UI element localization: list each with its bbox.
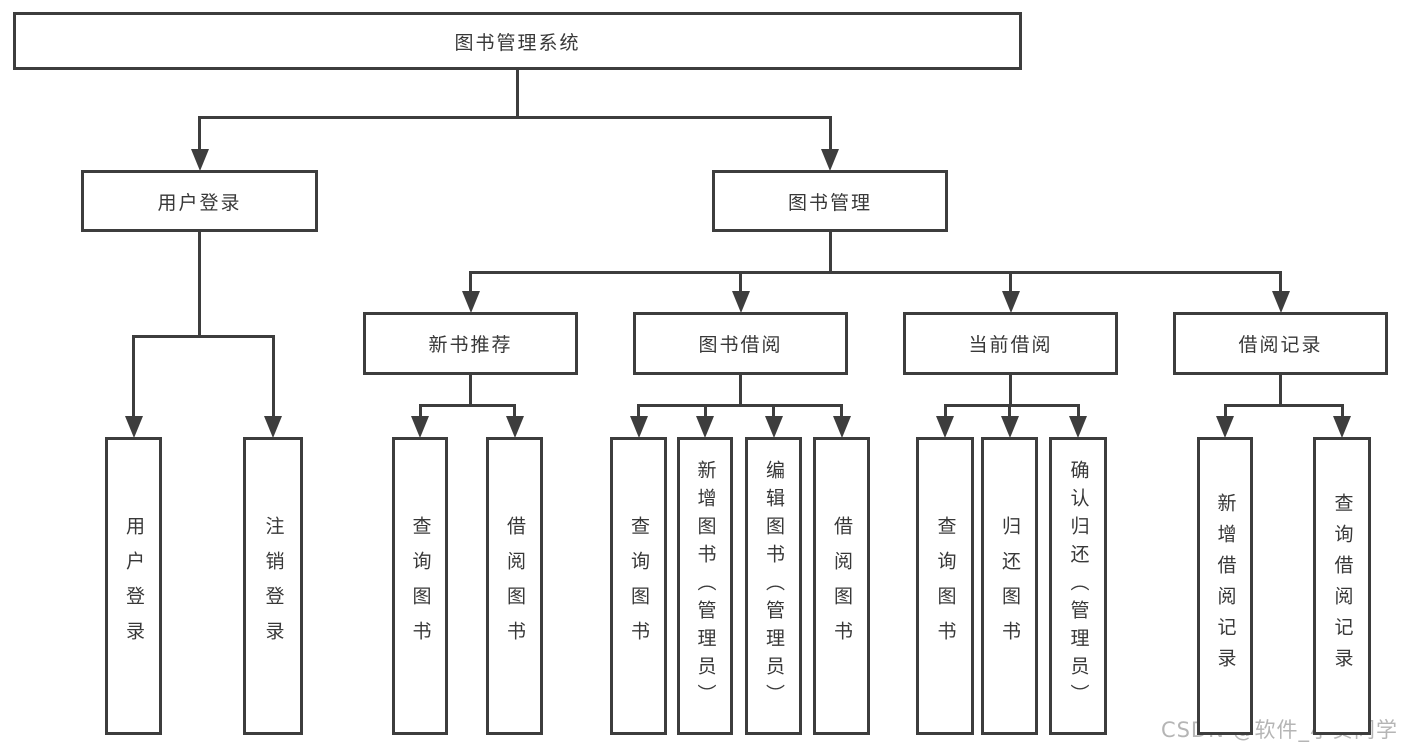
connector-line: [198, 117, 201, 151]
arrow-down-icon: [821, 149, 839, 171]
node-current-borrow: 当前借阅: [903, 312, 1118, 375]
node-query-books-borrow: 查询图书: [610, 437, 667, 735]
connector-line: [1008, 405, 1011, 418]
connector-line: [1279, 272, 1282, 293]
node-label: 查询图书: [934, 516, 957, 656]
node-label: 图书管理: [787, 191, 872, 214]
connector-line: [1340, 405, 1344, 418]
node-user-login-group: 用户登录: [81, 170, 318, 232]
connector-line: [1076, 405, 1080, 418]
node-add-borrow-record: 新增借阅记录: [1197, 437, 1253, 735]
connector-line: [637, 405, 640, 418]
node-query-books-new: 查询图书: [392, 437, 448, 735]
connector-line: [132, 334, 275, 338]
connector-line: [418, 405, 422, 418]
arrow-down-icon: [936, 416, 954, 438]
arrow-down-icon: [1271, 291, 1290, 313]
node-label: 查询图书: [628, 516, 650, 656]
node-label: 借阅图书: [831, 516, 853, 656]
node-new-book-rec: 新书推荐: [363, 312, 578, 375]
arrow-down-icon: [124, 416, 143, 438]
connector-line: [469, 374, 472, 405]
node-borrow-books-borrow: 借阅图书: [813, 437, 870, 735]
arrow-down-icon: [832, 416, 851, 438]
connector-line: [703, 405, 707, 418]
node-label: 用户登录: [157, 191, 242, 214]
connector-line: [840, 405, 843, 418]
node-label: 用户登录: [123, 516, 145, 656]
connector-line: [1009, 374, 1012, 405]
arrow-down-icon: [731, 291, 750, 313]
arrow-down-icon: [696, 416, 714, 438]
node-label: 新增图书（管理员）: [694, 460, 717, 712]
arrow-down-icon: [1069, 416, 1087, 438]
connector-line: [1223, 405, 1227, 418]
node-borrow-books-new: 借阅图书: [486, 437, 543, 735]
arrow-down-icon: [1216, 416, 1234, 438]
node-label: 确认归还（管理员）: [1067, 460, 1090, 712]
node-label: 新书推荐: [428, 334, 513, 356]
connector-line: [828, 231, 832, 272]
node-logout: 注销登录: [243, 437, 303, 735]
arrow-down-icon: [1001, 291, 1020, 313]
connector-line: [132, 336, 135, 418]
arrow-down-icon: [461, 291, 480, 313]
node-label: 图书管理系统: [454, 31, 581, 54]
node-borrow-records: 借阅记录: [1173, 312, 1388, 375]
node-label: 查询借阅记录: [1331, 493, 1354, 679]
node-label: 注销登录: [262, 516, 285, 656]
arrow-down-icon: [190, 149, 209, 171]
node-label: 借阅图书: [504, 516, 526, 656]
connector-line: [828, 117, 832, 151]
connector-line: [637, 403, 843, 407]
node-query-books-current: 查询图书: [916, 437, 974, 735]
connector-line: [943, 403, 1080, 407]
arrow-down-icon: [1000, 416, 1019, 438]
node-book-borrow: 图书借阅: [633, 312, 848, 375]
arrow-down-icon: [264, 416, 282, 438]
arrow-down-icon: [629, 416, 648, 438]
arrow-down-icon: [1333, 416, 1351, 438]
node-user-login: 用户登录: [105, 437, 162, 735]
arrow-down-icon: [411, 416, 429, 438]
node-label: 借阅记录: [1238, 334, 1323, 356]
connector-line: [513, 405, 516, 418]
connector-line: [198, 115, 832, 119]
node-root: 图书管理系统: [13, 12, 1022, 70]
connector-line: [469, 270, 1282, 274]
node-label: 编辑图书（管理员）: [763, 460, 785, 712]
connector-line: [469, 272, 472, 293]
node-label: 新增借阅记录: [1214, 493, 1237, 679]
connector-line: [271, 336, 275, 418]
node-confirm-return: 确认归还（管理员）: [1049, 437, 1107, 735]
node-label: 图书借阅: [698, 334, 783, 356]
connector-line: [772, 405, 775, 418]
node-label: 查询图书: [409, 516, 432, 656]
node-add-books: 新增图书（管理员）: [677, 437, 733, 735]
arrow-down-icon: [505, 416, 524, 438]
node-edit-books: 编辑图书（管理员）: [745, 437, 802, 735]
connector-line: [418, 403, 516, 407]
connector-line: [198, 231, 201, 336]
connector-line: [943, 405, 947, 418]
node-book-mgmt: 图书管理: [712, 170, 948, 232]
node-return-books: 归还图书: [981, 437, 1038, 735]
node-label: 归还图书: [999, 516, 1021, 656]
connector-line: [739, 374, 742, 405]
connector-line: [739, 272, 742, 293]
connector-line: [1009, 272, 1012, 293]
node-label: 当前借阅: [968, 334, 1053, 356]
connector-line: [1279, 374, 1282, 405]
arrow-down-icon: [764, 416, 783, 438]
connector-line: [516, 69, 519, 117]
connector-line: [1223, 403, 1344, 407]
node-query-borrow-record: 查询借阅记录: [1313, 437, 1371, 735]
